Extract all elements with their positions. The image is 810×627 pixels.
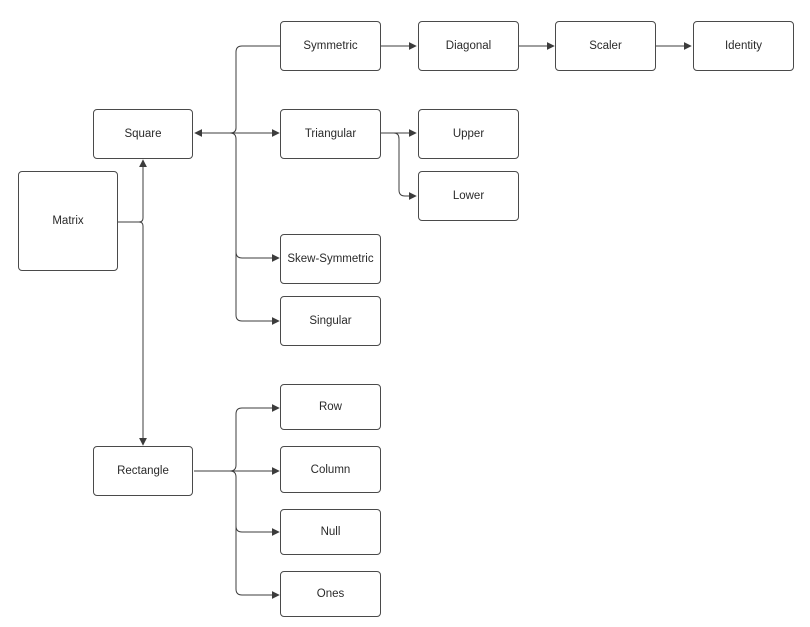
node-matrix: Matrix bbox=[18, 171, 118, 271]
node-column: Column bbox=[280, 446, 381, 493]
node-null: Null bbox=[280, 509, 381, 555]
edge-symmetric-square bbox=[194, 45, 280, 137]
edge-matrix-square bbox=[118, 159, 147, 223]
node-skew-symmetric: Skew-Symmetric bbox=[280, 234, 381, 284]
node-ones: Ones bbox=[280, 571, 381, 617]
edge-matrix-rectangle bbox=[118, 221, 147, 446]
node-upper: Upper bbox=[418, 109, 519, 159]
edge-rectangle-null bbox=[229, 470, 280, 536]
node-singular: Singular bbox=[280, 296, 381, 346]
edge-rectangle-row bbox=[194, 404, 280, 472]
node-scaler: Scaler bbox=[555, 21, 656, 71]
node-identity: Identity bbox=[693, 21, 794, 71]
node-row: Row bbox=[280, 384, 381, 430]
node-symmetric: Symmetric bbox=[280, 21, 381, 71]
edge-rectangle-ones bbox=[235, 526, 280, 599]
edge-triangular-lower bbox=[381, 132, 417, 200]
node-diagonal: Diagonal bbox=[418, 21, 519, 71]
edge-square-skew-symmetric bbox=[229, 132, 280, 262]
edge-square-singular bbox=[235, 252, 280, 325]
node-square: Square bbox=[93, 109, 193, 159]
node-triangular: Triangular bbox=[280, 109, 381, 159]
node-lower: Lower bbox=[418, 171, 519, 221]
node-rectangle: Rectangle bbox=[93, 446, 193, 496]
